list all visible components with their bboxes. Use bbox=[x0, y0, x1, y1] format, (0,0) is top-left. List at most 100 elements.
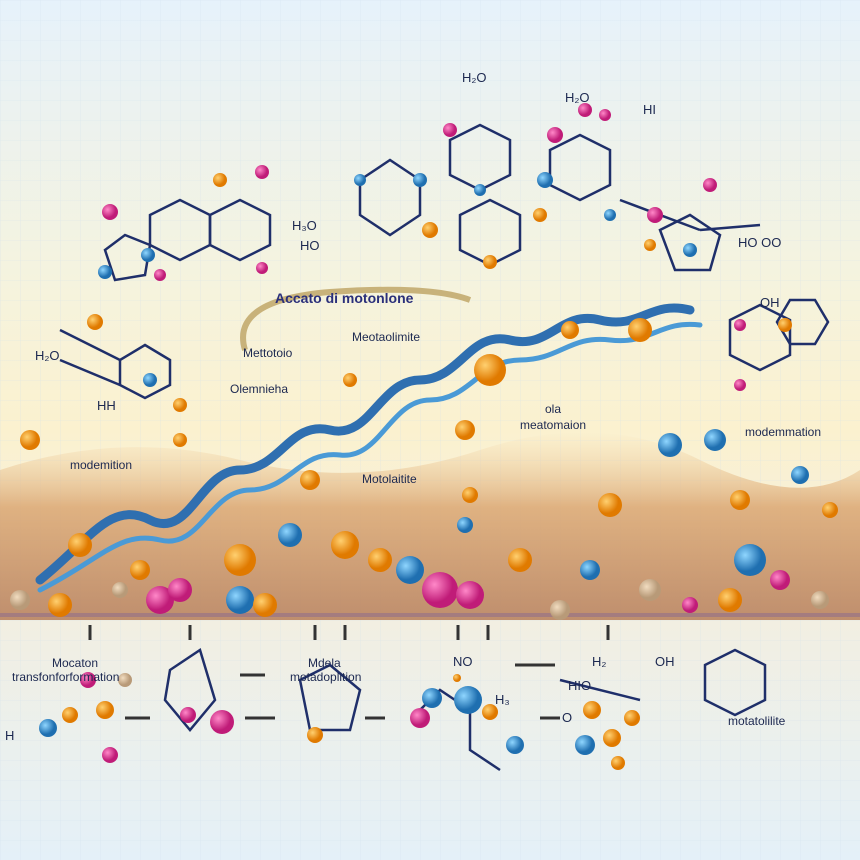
chem-h2o-top: H₂O bbox=[462, 70, 487, 85]
orange-atom bbox=[453, 674, 461, 682]
blue-atom bbox=[413, 173, 427, 187]
chem-h2o-left: H₂O bbox=[35, 348, 60, 363]
blue-atom bbox=[506, 736, 524, 754]
magenta-atom bbox=[547, 127, 563, 143]
label-mdela: Mdela bbox=[308, 656, 341, 670]
blue-atom bbox=[604, 209, 616, 221]
magenta-atom bbox=[180, 707, 196, 723]
magenta-atom bbox=[102, 747, 118, 763]
orange-atom bbox=[343, 373, 357, 387]
magenta-atom bbox=[410, 708, 430, 728]
magenta-atom bbox=[599, 109, 611, 121]
chem-hio: HIO bbox=[568, 678, 592, 693]
blue-atom bbox=[454, 686, 482, 714]
chem-hi: HI bbox=[643, 102, 656, 117]
blue-atom bbox=[474, 184, 486, 196]
label-modemmation: modemmation bbox=[745, 425, 822, 439]
tan-atom bbox=[10, 590, 30, 610]
orange-atom bbox=[300, 470, 320, 490]
blue-atom bbox=[98, 265, 112, 279]
tan-atom bbox=[550, 600, 570, 620]
orange-atom bbox=[455, 420, 475, 440]
orange-atom bbox=[611, 756, 625, 770]
orange-atom bbox=[583, 701, 601, 719]
blue-atom bbox=[226, 586, 254, 614]
label-modemition: modemition bbox=[70, 458, 133, 472]
tan-atom bbox=[118, 673, 132, 687]
orange-atom bbox=[331, 531, 359, 559]
label-metaloitite: Motolaitite bbox=[362, 472, 417, 486]
magenta-atom bbox=[682, 597, 698, 613]
orange-atom bbox=[624, 710, 640, 726]
orange-atom bbox=[224, 544, 256, 576]
magenta-atom bbox=[146, 586, 174, 614]
blue-atom bbox=[354, 174, 366, 186]
tan-atom bbox=[112, 582, 128, 598]
label-olemnieha: Olemnieha bbox=[230, 382, 289, 396]
label-ola: ola bbox=[545, 402, 562, 416]
orange-atom bbox=[778, 318, 792, 332]
magenta-atom bbox=[256, 262, 268, 274]
orange-atom bbox=[598, 493, 622, 517]
orange-atom bbox=[96, 701, 114, 719]
blue-atom bbox=[396, 556, 424, 584]
magenta-atom bbox=[168, 578, 192, 602]
orange-atom bbox=[368, 548, 392, 572]
atoms bbox=[10, 103, 838, 770]
blue-atom bbox=[658, 433, 682, 457]
chem-no: NO bbox=[453, 654, 473, 669]
label-metabolinite: Meotaolimite bbox=[352, 330, 421, 344]
arc-title: Accato di motonlone bbox=[275, 290, 414, 306]
orange-atom bbox=[173, 398, 187, 412]
magenta-atom bbox=[734, 379, 746, 391]
magenta-atom bbox=[80, 672, 96, 688]
magenta-atom bbox=[456, 581, 484, 609]
magenta-atom bbox=[154, 269, 166, 281]
reaction-arrows bbox=[88, 625, 610, 720]
orange-atom bbox=[20, 430, 40, 450]
magenta-atom bbox=[734, 319, 746, 331]
orange-atom bbox=[173, 433, 187, 447]
magenta-atom bbox=[647, 207, 663, 223]
chem-oh-bottom: OH bbox=[655, 654, 675, 669]
orange-atom bbox=[508, 548, 532, 572]
protein-helix bbox=[35, 303, 703, 593]
tan-atom bbox=[811, 591, 829, 609]
blue-atom bbox=[791, 466, 809, 484]
magenta-atom bbox=[443, 123, 457, 137]
chem-oh: OH bbox=[760, 295, 780, 310]
magenta-atom bbox=[770, 570, 790, 590]
curved-arrow bbox=[240, 286, 472, 351]
blue-atom bbox=[143, 373, 157, 387]
magenta-atom bbox=[210, 710, 234, 734]
orange-atom bbox=[483, 255, 497, 269]
label-motadoplition: motadoplition bbox=[290, 670, 362, 684]
label-transformation: transfonforformation bbox=[12, 670, 120, 684]
orange-atom bbox=[462, 487, 478, 503]
orange-atom bbox=[422, 222, 438, 238]
orange-atom bbox=[130, 560, 150, 580]
orange-atom bbox=[644, 239, 656, 251]
chem-h3: H₃ bbox=[495, 692, 510, 707]
magenta-atom bbox=[422, 572, 458, 608]
orange-atom bbox=[62, 707, 78, 723]
blue-atom bbox=[278, 523, 302, 547]
blue-atom bbox=[457, 517, 473, 533]
label-mettotoio: Mettotoio bbox=[243, 346, 293, 360]
orange-atom bbox=[482, 704, 498, 720]
magenta-atom bbox=[255, 165, 269, 179]
blue-atom bbox=[537, 172, 553, 188]
orange-atom bbox=[474, 354, 506, 386]
orange-atom bbox=[718, 588, 742, 612]
tan-atom bbox=[639, 579, 661, 601]
magenta-atom bbox=[578, 103, 592, 117]
orange-atom bbox=[628, 318, 652, 342]
chem-hh: HH bbox=[97, 398, 116, 413]
orange-atom bbox=[253, 593, 277, 617]
orange-atom bbox=[48, 593, 72, 617]
orange-atom bbox=[533, 208, 547, 222]
orange-atom bbox=[561, 321, 579, 339]
